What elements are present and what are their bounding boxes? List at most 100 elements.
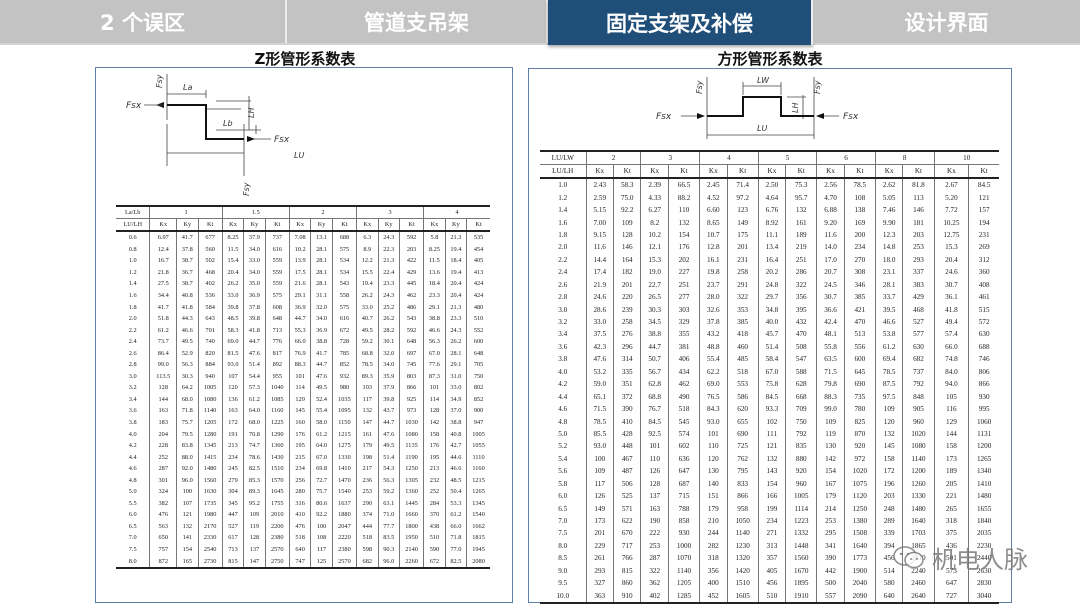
table-cell: 77.0 (444, 543, 467, 556)
lw-label: LW (757, 76, 770, 85)
table-cell: 920 (843, 440, 876, 453)
subcol-header: Ky (310, 218, 333, 232)
table-cell: 151 (699, 489, 728, 503)
table-cell: 76.7 (640, 402, 669, 416)
table-cell: 17.0 (816, 253, 845, 267)
table-cell: 296 (612, 340, 641, 354)
table-cell: 28.1 (874, 278, 903, 291)
table-cell: 647 (667, 465, 700, 478)
table-cell: 58.0 (310, 416, 333, 429)
table-cell: 66.5 (667, 178, 700, 192)
table-cell: 84.0 (933, 365, 969, 378)
table-cell: 59.0 (585, 378, 614, 391)
table-cell: 108 (843, 191, 876, 204)
table-cell: 6.0 (128, 511, 137, 519)
table-cell: 51.8 (149, 312, 177, 325)
table-cell: 630 (968, 328, 999, 341)
table-cell: 4.2 (558, 380, 568, 389)
table-cell: 1645 (264, 486, 290, 498)
table-cell: 709 (785, 402, 817, 416)
table-cell: 3.0 (128, 372, 137, 380)
table-cell: 973 (398, 405, 424, 417)
table-cell: 38.7 (176, 278, 199, 290)
table-cell: 56.7 (640, 365, 669, 378)
table-cell: 3.8 (558, 355, 568, 364)
table-cell: 64.0 (310, 439, 333, 452)
table-cell: 88.2 (667, 191, 700, 204)
table-cell: 780 (843, 402, 876, 416)
table-cell: 314 (612, 353, 641, 366)
table-cell: 1140 (197, 405, 223, 417)
tab-fixed-supports-compensation[interactable]: 固定支架及补偿 (548, 0, 813, 45)
table-cell: 161 (785, 216, 817, 229)
table-cell: 83.8 (176, 439, 199, 452)
table-cell: 28.0 (699, 290, 728, 304)
table-cell: 508 (785, 340, 817, 354)
subcol-header: Kt (968, 164, 999, 179)
table-cell: 456 (757, 577, 786, 590)
table-cell: 13.1 (310, 231, 333, 244)
table-cell: 252 (149, 451, 177, 463)
table-cell: 23.1 (874, 266, 903, 279)
table-cell: 51.4 (243, 359, 266, 371)
table-cell: 28.2 (377, 324, 400, 336)
table-cell: 535 (466, 231, 490, 244)
table-cell: 1815 (466, 532, 490, 544)
table-cell: 68.8 (640, 390, 669, 403)
table-cell: 8.0 (558, 541, 568, 550)
table-cell: 157 (968, 203, 999, 217)
table-cell: 17.5 (288, 266, 311, 279)
table-cell: 28.1 (310, 255, 333, 267)
table-cell: 672 (331, 324, 357, 336)
table-cell: 71.5 (816, 365, 845, 378)
table-cell: 103 (356, 382, 378, 394)
table-cell: 360 (968, 266, 999, 279)
tab-design-interface[interactable]: 设计界面 (813, 0, 1080, 43)
table-cell: 1223 (785, 514, 817, 528)
table-cell: 713 (221, 543, 244, 556)
table-cell: 78.6 (243, 451, 266, 463)
table-cell: 1605 (726, 589, 759, 604)
table-cell: 1200 (902, 465, 935, 478)
table-cell: 41.7 (149, 301, 177, 313)
subcol-header: Ky (444, 218, 467, 232)
subcol-header: Kx (288, 218, 311, 232)
table-cell: 29.1 (444, 359, 467, 371)
la-label: La (183, 83, 192, 92)
table-cell: 1703 (902, 527, 935, 540)
table-cell: 33.0 (356, 301, 378, 313)
table-cell: 137 (640, 489, 669, 503)
table-cell: 59.2 (377, 486, 400, 498)
table-cell: 2.2 (128, 326, 137, 334)
table-cell: 995 (968, 402, 999, 416)
table-cell: 960 (785, 477, 817, 490)
table-cell: 26.2 (377, 312, 400, 325)
table-cell: 543 (331, 278, 357, 290)
table-cell: 586 (726, 390, 759, 403)
table-cell: 677 (197, 231, 223, 244)
table-cell: 1070 (667, 552, 700, 565)
table-cell: 9.20 (816, 216, 845, 229)
group-header: 4 (423, 205, 490, 219)
subcol-header: Kx (757, 164, 786, 179)
table-cell: 424 (466, 289, 490, 302)
table-cell: 690 (726, 427, 759, 441)
table-cell: 38.8 (423, 312, 446, 325)
table-cell: 183 (149, 416, 177, 429)
tab-pipe-supports[interactable]: 管道支吊架 (287, 0, 548, 43)
table-cell: 14.8 (874, 241, 903, 254)
table-cell: 1430 (264, 451, 290, 463)
table-cell: 76.9 (288, 347, 311, 360)
table-cell: 27.5 (149, 278, 177, 290)
table-cell: 515 (968, 303, 999, 316)
tab-misconceptions[interactable]: 2 个误区 (0, 0, 287, 43)
table-cell: 154 (816, 465, 845, 478)
table-cell: 5.20 (933, 191, 969, 204)
table-cell: 2200 (264, 520, 290, 533)
table-cell: 165 (176, 555, 199, 569)
table-cell: 4.6 (128, 465, 137, 473)
